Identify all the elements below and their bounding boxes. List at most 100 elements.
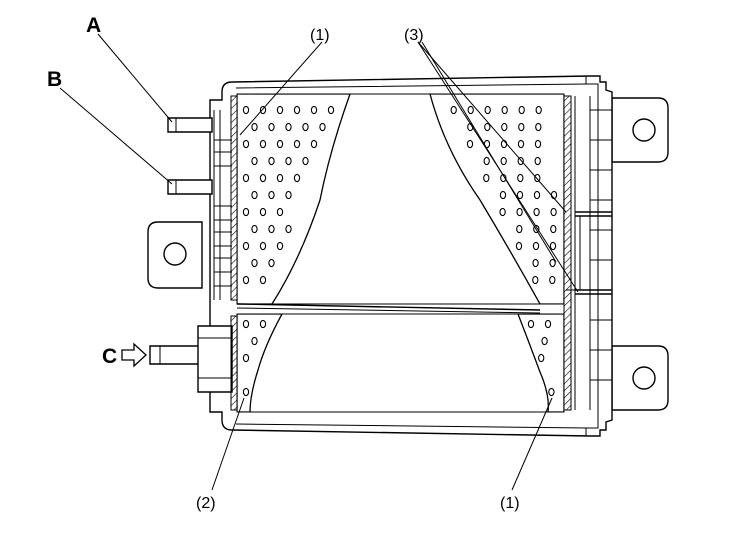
granule [242,353,250,363]
granule [276,173,284,183]
right-mounting-bracket-bottom [611,345,669,411]
granule [242,139,250,149]
granule [533,207,540,217]
granule [268,190,275,200]
granule [293,139,301,149]
granule [549,258,556,268]
granule [259,319,267,329]
leader-lines [59,33,579,491]
granule [259,207,267,217]
granule [302,122,309,132]
granule [483,173,490,183]
granule [259,105,267,115]
outline-right-arrow-icon [121,342,147,368]
granule [533,190,541,200]
granule [242,105,250,115]
granule [484,122,491,132]
granule [515,241,523,251]
granule [532,241,540,251]
granule [285,224,292,234]
partition-plate [236,303,541,314]
granule [550,207,557,217]
granule [534,173,541,183]
granule [276,139,284,149]
granule [268,122,275,132]
granule [276,207,284,217]
granule [550,224,557,234]
granule [517,156,524,166]
granule [450,105,457,115]
granule [549,275,556,285]
label-port-c: C [102,345,117,368]
granule [242,387,250,397]
charcoal-bed-right-top [429,94,564,304]
granule [285,156,292,166]
granule [259,275,267,285]
granule [293,105,301,115]
granule [268,258,275,268]
callout-3: (3) [404,27,424,44]
granule [484,105,491,115]
granule [527,319,535,329]
granule [532,258,539,268]
granule [548,387,555,397]
granule [535,122,542,132]
granule [242,275,250,285]
granule [467,105,474,115]
granule [242,173,250,183]
granule [538,353,545,363]
granule [293,173,301,183]
granule [535,105,542,115]
lower-chamber [236,313,565,413]
granule [276,241,284,251]
port-a-nipple [167,117,213,133]
left-ribs [213,110,232,300]
granule [516,190,524,200]
granule [302,156,309,166]
granule [518,122,525,132]
granule [251,156,258,166]
granule [259,241,267,251]
upper-chamber [236,93,565,305]
granule [516,207,523,217]
granule [259,173,267,183]
granule [500,156,507,166]
charcoal-bed-right-bottom [517,314,564,412]
granule [251,224,258,234]
port-b-nipple [167,179,213,195]
granule [310,105,318,115]
left-mounting-bracket [147,221,203,289]
granule [532,275,539,285]
granule [242,241,250,251]
granule [310,139,318,149]
granule [285,122,292,132]
granule [285,190,292,200]
label-port-a: A [86,14,101,37]
granule [251,336,258,346]
granule [466,139,474,149]
granule [242,207,250,217]
granule [516,224,523,234]
filter-left-bottom [230,315,238,411]
granule [251,258,258,268]
callout-1-top: (1) [310,27,330,44]
right-mounting-bracket-top [611,97,669,163]
granule [499,190,507,200]
granule [327,105,335,115]
granule [501,105,508,115]
granule [541,336,548,346]
charcoal-bed-left-bottom [237,314,283,412]
granule [517,139,525,149]
granule [251,122,258,132]
granule [518,105,525,115]
granule [544,319,552,329]
right-channels [566,96,612,410]
granule [251,190,258,200]
callout-1-bottom: (1) [500,495,520,512]
granule [268,224,275,234]
granule [276,105,284,115]
granule [499,207,506,217]
filter-right [563,95,572,411]
filter-left-top [230,95,238,301]
